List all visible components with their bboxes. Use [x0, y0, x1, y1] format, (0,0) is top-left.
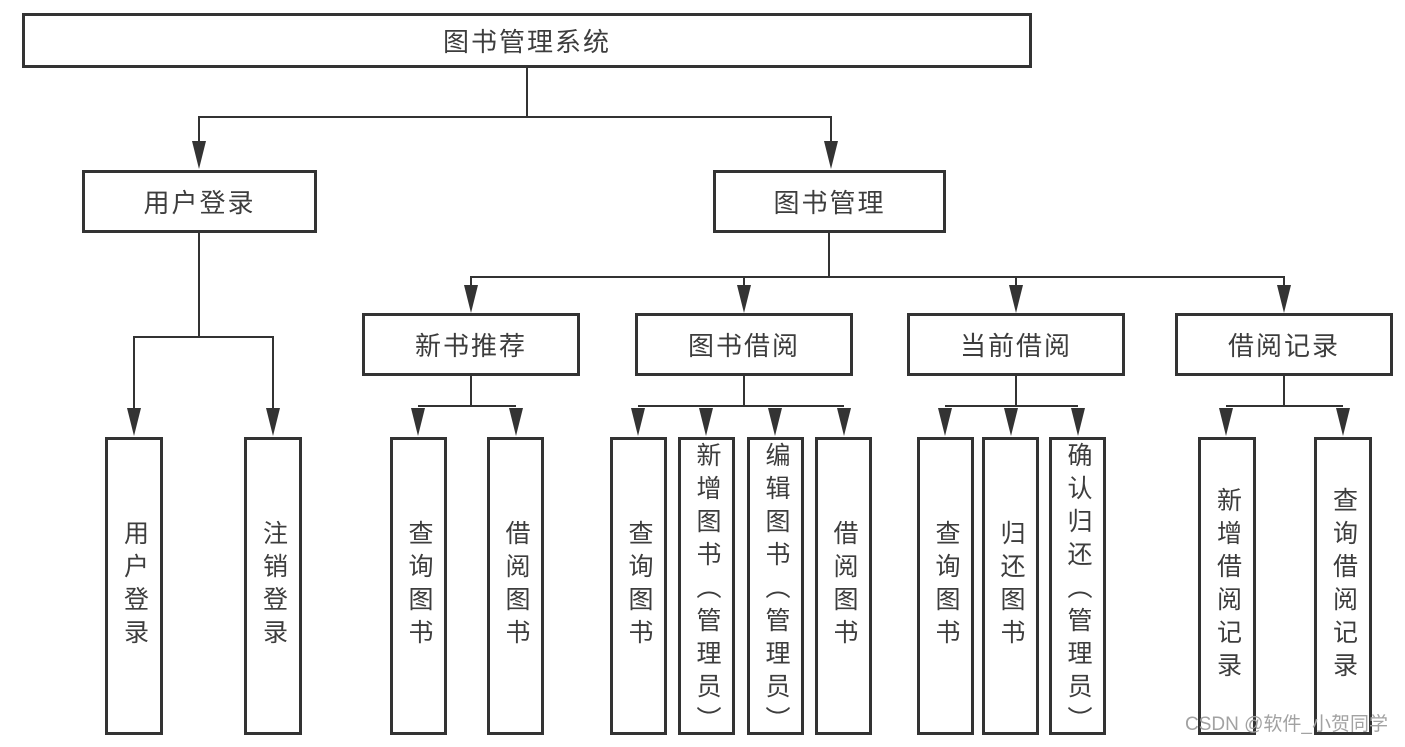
leaf-label: 归还图书 — [997, 520, 1025, 652]
node-user-login: 用户登录 — [82, 170, 317, 233]
node-book-borrowing: 图书借阅 — [635, 313, 853, 376]
leaf-records-query-borrow-record: 查询借阅记录 — [1314, 437, 1372, 735]
leaf-newbooks-borrow-books: 借阅图书 — [487, 437, 544, 735]
leaf-borrowing-edit-books-admin: 编辑图书（管理员） — [747, 437, 804, 739]
leaf-current-query-books: 查询图书 — [917, 437, 974, 735]
arrowheads — [127, 141, 1350, 436]
node-label: 借阅记录 — [1227, 331, 1340, 361]
leaf-label: 编辑图书（管理员） — [762, 442, 790, 739]
node-current-borrowing: 当前借阅 — [907, 313, 1125, 376]
node-label: 用户登录 — [143, 188, 256, 218]
leaf-label: 查询图书 — [405, 520, 433, 652]
leaf-label: 新增借阅记录 — [1213, 487, 1242, 685]
leaf-label: 新增图书（管理员） — [693, 442, 721, 739]
leaf-label: 借阅图书 — [830, 520, 858, 652]
leaf-label: 用户登录 — [120, 520, 149, 652]
node-label: 图书管理 — [773, 188, 886, 218]
leaf-borrowing-add-books-admin: 新增图书（管理员） — [678, 437, 735, 739]
leaf-borrowing-borrow-books: 借阅图书 — [815, 437, 872, 735]
node-book-management: 图书管理 — [713, 170, 946, 233]
node-label: 当前借阅 — [959, 331, 1072, 361]
node-library-management-system: 图书管理系统 — [22, 13, 1032, 68]
node-label: 图书借阅 — [687, 331, 800, 361]
leaf-label: 借阅图书 — [502, 520, 530, 652]
node-new-book-recommendation: 新书推荐 — [362, 313, 580, 376]
leaf-current-confirm-return-admin: 确认归还（管理员） — [1049, 437, 1106, 739]
node-borrowing-records: 借阅记录 — [1175, 313, 1393, 376]
leaf-borrowing-query-books: 查询图书 — [610, 437, 667, 735]
leaf-label: 查询图书 — [932, 520, 960, 652]
csdn-watermark: CSDN @软件_小贺同学 — [1185, 714, 1388, 735]
leaf-label: 查询图书 — [625, 520, 653, 652]
leaf-label: 注销登录 — [259, 520, 288, 652]
leaf-current-return-books: 归还图书 — [982, 437, 1039, 735]
leaf-user-login: 用户登录 — [105, 437, 163, 735]
leaf-newbooks-query-books: 查询图书 — [390, 437, 447, 735]
leaf-label: 查询借阅记录 — [1329, 487, 1358, 685]
leaf-logout: 注销登录 — [244, 437, 302, 735]
leaf-records-add-borrow-record: 新增借阅记录 — [1198, 437, 1256, 735]
leaf-label: 确认归还（管理员） — [1064, 442, 1092, 739]
node-label: 图书管理系统 — [442, 27, 611, 57]
node-label: 新书推荐 — [414, 331, 527, 361]
